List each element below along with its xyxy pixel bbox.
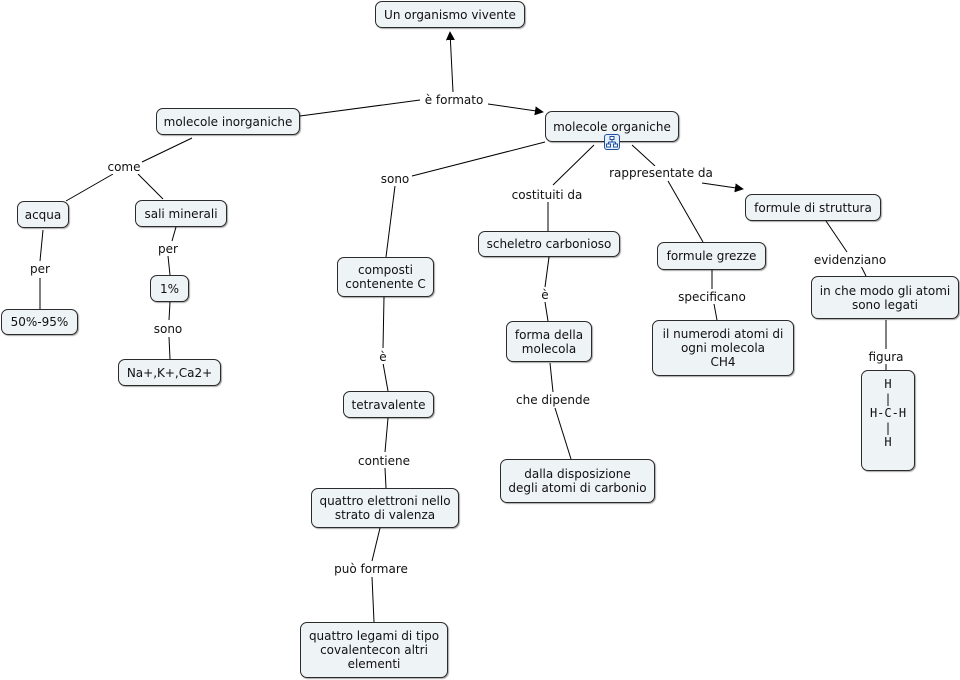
node-forma[interactable]: forma della molecola xyxy=(506,321,592,362)
label-sono-sali: sono xyxy=(152,322,184,336)
link-chedipende-disposizione xyxy=(554,407,572,460)
node-structural-formula[interactable]: H | H-C-H | H xyxy=(861,370,915,471)
link-rappresentate-grezze xyxy=(667,180,704,243)
link-sono-ioni xyxy=(168,336,171,360)
label-contiene: contiene xyxy=(357,454,411,468)
link-puo-legami xyxy=(371,576,375,623)
link-evidenziano-modo xyxy=(860,265,867,277)
label-evidenziano: evidenziano xyxy=(812,253,888,267)
node-formule-grezze[interactable]: formule grezze xyxy=(657,242,766,270)
label-per-acqua: per xyxy=(29,262,51,276)
link-organic-sono xyxy=(411,141,546,177)
node-tetravalente[interactable]: tetravalente xyxy=(343,391,434,418)
link-1pct-sono xyxy=(168,301,171,321)
link-forma-chedipende xyxy=(549,362,554,393)
node-composti[interactable]: composti contenente C xyxy=(337,257,434,297)
formula-line: H xyxy=(884,435,892,449)
link-struttura-evidenziano xyxy=(825,220,848,253)
link-eformato-root xyxy=(445,31,455,93)
node-sali-minerali[interactable]: sali minerali xyxy=(135,200,227,227)
link-organic-rappresentate xyxy=(631,144,656,167)
node-ioni[interactable]: Na+,K+,Ca2+ xyxy=(118,359,221,386)
label-sono-organiche: sono xyxy=(379,172,411,186)
link-e-tetravalente xyxy=(382,362,389,392)
label-per-sali: per xyxy=(157,242,179,256)
label-costituiti-da: costituiti da xyxy=(510,188,584,202)
node-molecole-inorganiche[interactable]: molecole inorganiche xyxy=(156,108,300,135)
formula-line: H-C-H xyxy=(869,406,907,420)
node-pct-sali[interactable]: 1% xyxy=(150,275,189,302)
node-acqua[interactable]: acqua xyxy=(17,201,69,228)
node-pct-acqua[interactable]: 50%-95% xyxy=(1,309,78,335)
link-inorganic-come xyxy=(141,137,193,163)
link-sali-per xyxy=(171,226,177,242)
node-root[interactable]: Un organismo vivente xyxy=(375,1,525,28)
node-disposizione[interactable]: dalla disposizione degli atomi di carbon… xyxy=(500,459,655,503)
label-figura: figura xyxy=(867,350,905,364)
link-inorganic-eformato xyxy=(299,99,421,117)
label-che-dipende: che dipende xyxy=(515,393,591,407)
link-sono-composti xyxy=(385,185,396,258)
label-specificano: specificano xyxy=(677,290,747,304)
node-formule-struttura[interactable]: formule di struttura xyxy=(745,194,881,221)
link-e-forma xyxy=(544,301,549,322)
node-legami[interactable]: quattro legami di tipo covalentecon altr… xyxy=(300,622,448,678)
link-eformato-organic xyxy=(487,103,544,116)
link-acqua-per xyxy=(39,229,44,262)
node-modo-atomi[interactable]: in che modo gli atomi sono legati xyxy=(811,276,959,319)
concept-map-icon[interactable] xyxy=(604,134,620,150)
label-e-formato: è formato xyxy=(423,93,485,107)
label-puo-formare: può formare xyxy=(333,562,409,576)
label-come: come xyxy=(106,160,142,174)
link-elettroni-puo xyxy=(371,527,381,562)
formula-line: | xyxy=(884,420,892,435)
link-come-sali xyxy=(137,173,164,200)
label-rappresentate-da: rappresentate da xyxy=(608,166,714,180)
link-contiene-elettroni xyxy=(384,467,387,489)
node-numero-atomi[interactable]: il numerodi atomi di ogni molecola CH4 xyxy=(652,320,794,376)
formula-line: | xyxy=(884,391,892,406)
link-per-1pct xyxy=(167,255,171,276)
link-come-acqua xyxy=(65,173,114,202)
node-elettroni[interactable]: quattro elettroni nello strato di valenz… xyxy=(311,488,459,528)
link-scheletro-e xyxy=(544,256,550,288)
link-tetravalente-contiene xyxy=(384,417,389,453)
link-organic-costituiti xyxy=(552,144,595,186)
formula-line: H xyxy=(884,377,892,391)
link-specificano-numero xyxy=(713,303,718,321)
label-e-composti: è xyxy=(378,350,388,364)
label-e-scheletro: è xyxy=(540,288,550,302)
node-scheletro[interactable]: scheletro carbonioso xyxy=(478,231,620,257)
link-composti-e xyxy=(382,296,385,349)
link-rappresentate-struttura xyxy=(701,182,744,193)
